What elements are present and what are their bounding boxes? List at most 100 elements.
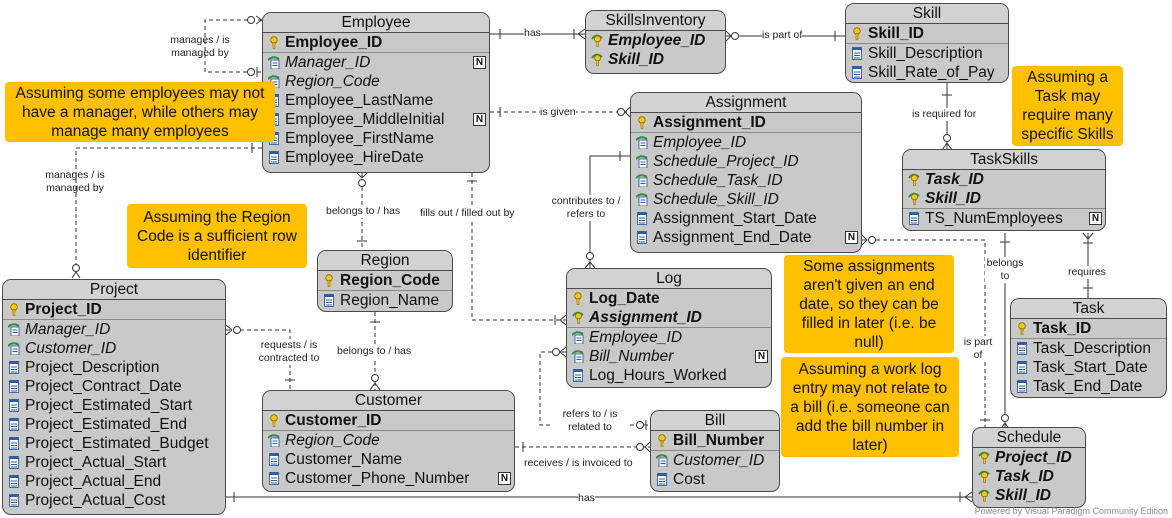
attribute-row[interactable]: Project_ID (3, 300, 225, 319)
attribute-row[interactable]: Employee_ID (263, 33, 489, 52)
attribute-name: Manager_ID (285, 54, 371, 71)
note-region: Assuming the Region Code is a sufficient… (127, 204, 307, 268)
attribute-row[interactable]: Log_Date (567, 289, 771, 308)
rel-line-is-part-of-schedule (862, 239, 986, 430)
attribute-row[interactable]: Project_Estimated_Budget (3, 434, 225, 453)
attribute-name: Region_Name (340, 292, 440, 309)
attribute-name: Skill_ID (608, 51, 664, 68)
attribute-row[interactable]: Employee_FirstName (263, 129, 489, 148)
note-enddate: Some assignments aren't given an end dat… (784, 255, 954, 353)
attribute-row[interactable]: Region_Code (263, 430, 514, 450)
nullable-icon: N (845, 231, 858, 244)
attribute-name: Customer_ID (673, 452, 765, 469)
attribute-name: Bill_Number (673, 432, 765, 449)
attribute-row[interactable]: Task_ID (903, 170, 1105, 189)
attribute-name: Employee_ID (608, 32, 706, 49)
attribute-name: Task_ID (1033, 320, 1092, 337)
attribute-name: Task_ID (925, 171, 984, 188)
note-worklog: Assuming a work log entry may not relate… (781, 357, 959, 457)
attribute-row[interactable]: Customer_ID (3, 339, 225, 358)
attribute-name: Employee_ID (285, 34, 383, 51)
entity-title: Employee (263, 13, 489, 33)
attribute-row[interactable]: Employee_ID (586, 31, 725, 50)
attribute-name: Project_Actual_Cost (25, 492, 166, 509)
attribute-name: TS_NumEmployees (925, 210, 1063, 227)
attribute-row[interactable]: Skill_Description (846, 43, 1008, 63)
attribute-name: Employee_FirstName (285, 130, 435, 147)
attribute-row[interactable]: Region_Name (318, 290, 452, 310)
attribute-row[interactable]: Schedule_Skill_ID (631, 190, 861, 209)
attribute-row[interactable]: Project_Actual_Start (3, 453, 225, 472)
attribute-row[interactable]: Schedule_Task_ID (631, 171, 861, 190)
rel-line-requests (226, 329, 291, 390)
attribute-name: Manager_ID (25, 321, 111, 338)
attribute-row[interactable]: Manager_ID (3, 319, 225, 339)
attribute-name: Project_Actual_Start (25, 454, 167, 471)
rel-label-requests: requests / is contracted to (248, 339, 330, 365)
attribute-name: Project_ID (995, 449, 1072, 466)
attribute-row[interactable]: Task_Start_Date (1011, 358, 1166, 377)
attribute-row[interactable]: Project_Estimated_End (3, 415, 225, 434)
attribute-row[interactable]: Skill_ID (903, 189, 1105, 208)
rel-label-refers-bill: refers to / is related to (552, 408, 628, 434)
attribute-row[interactable]: Assignment_ID (631, 113, 861, 132)
attribute-row[interactable]: Log_Hours_Worked (567, 366, 771, 385)
attribute-row[interactable]: Project_Actual_Cost (3, 491, 225, 510)
attribute-row[interactable]: Task_End_Date (1011, 377, 1166, 396)
attribute-row[interactable]: Assignment_ID (567, 308, 771, 327)
attribute-row[interactable]: Region_Code (318, 271, 452, 290)
note-task: Assuming a Task may require many specifi… (1012, 66, 1123, 146)
attribute-row[interactable]: Employee_ID (631, 132, 861, 152)
attribute-row[interactable]: Skill_ID (973, 486, 1085, 505)
attribute-row[interactable]: Schedule_Project_ID (631, 152, 861, 171)
rel-label-contributes: contributes to / refers to (545, 195, 627, 221)
attribute-row[interactable]: Region_Code (263, 72, 489, 91)
attribute-row[interactable]: Employee_ID (567, 327, 771, 347)
attribute-row[interactable]: Customer_Name (263, 450, 514, 469)
attribute-row[interactable]: Project_Description (3, 358, 225, 377)
attribute-name: Skill_ID (995, 487, 1051, 504)
entity-title: Schedule (973, 428, 1085, 448)
attribute-row[interactable]: Assignment_Start_Date (631, 209, 861, 228)
attribute-row[interactable]: Skill_Rate_of_Pay (846, 63, 1008, 82)
attribute-row[interactable]: Task_ID (973, 467, 1085, 486)
attribute-row[interactable]: Employee_LastName (263, 91, 489, 110)
attribute-row[interactable]: Project_Estimated_Start (3, 396, 225, 415)
attribute-row[interactable]: Skill_ID (586, 50, 725, 69)
entity-title: Log (567, 269, 771, 289)
attribute-row[interactable]: Customer_ID (651, 450, 779, 470)
rel-label-receives: receives / is invoiced to (524, 457, 633, 469)
attribute-row[interactable]: Task_ID (1011, 319, 1166, 338)
attribute-row[interactable]: Task_Description (1011, 338, 1166, 358)
attribute-name: Region_Code (285, 73, 380, 90)
attribute-row[interactable]: Cost (651, 470, 779, 489)
attribute-row[interactable]: Project_ID (973, 448, 1085, 467)
entity-title: Skill (846, 4, 1008, 24)
attribute-row[interactable]: Employee_HireDate (263, 148, 489, 167)
attribute-row[interactable]: Customer_ID (263, 411, 514, 430)
attribute-name: Region_Code (340, 272, 440, 289)
attribute-row[interactable]: Bill_Number (651, 431, 779, 450)
attribute-row[interactable]: Project_Actual_End (3, 472, 225, 491)
attribute-name: Assignment_Start_Date (653, 210, 817, 227)
attribute-row[interactable]: Skill_ID (846, 24, 1008, 43)
attribute-row[interactable]: Project_Contract_Date (3, 377, 225, 396)
